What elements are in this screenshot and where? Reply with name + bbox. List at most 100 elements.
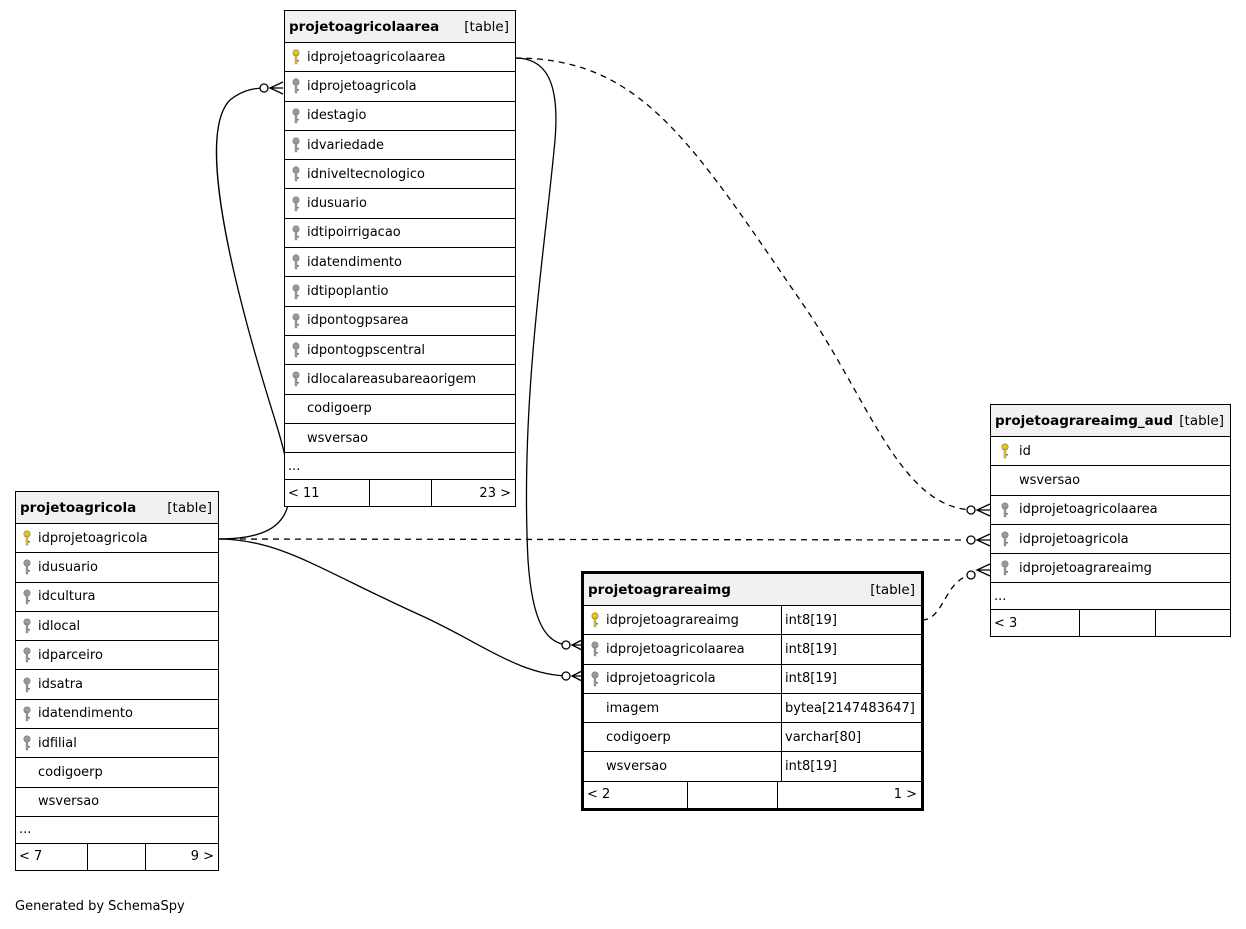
table-projetoagrareaimg[interactable]: projetoagrareaimg [table] idprojetoagrar… [581,571,924,811]
column-row[interactable]: idpontogpscentral [285,336,515,366]
column-name: idprojetoagricolaarea [307,49,446,65]
column-name: imagem [606,700,660,716]
column-row[interactable]: idusuario [16,553,218,583]
column-row[interactable]: idsatra [16,670,218,700]
column-row[interactable]: idniveltecnologico [285,160,515,190]
table-nav: < 7 9 > [16,843,218,870]
column-spacer [285,424,307,452]
column-row[interactable]: idfilial [16,729,218,759]
relationship-edge-implied [921,574,976,621]
column-row[interactable]: idlocalareasubareaorigem [285,365,515,395]
primary-key-icon [991,437,1019,465]
table-projetoagricolaarea[interactable]: projetoagricolaarea [table] idprojetoagr… [284,10,516,508]
foreign-key-icon [991,496,1019,524]
column-name: idusuario [307,196,367,212]
column-type: varchar[80] [781,723,921,752]
column-name: idprojetoagrareaimg [1019,560,1152,576]
table-nav: < 3 [991,610,1230,637]
column-name: idlocalareasubareaorigem [307,371,477,387]
column-row[interactable]: idestagio [285,102,515,131]
column-row[interactable]: idcultura [16,583,218,612]
column-row[interactable]: id [991,437,1230,467]
table-tag: [table] [167,499,212,516]
nav-prev[interactable]: < 7 [16,843,88,870]
foreign-key-icon [16,612,38,640]
column-row[interactable]: idatendimento [16,700,218,730]
column-row[interactable]: wsversao [16,788,218,817]
column-name: idcultura [38,589,96,605]
column-row[interactable]: idtipoirrigacao [285,219,515,249]
table-projetoagricola[interactable]: projetoagricola [table] idprojetoagricol… [15,491,219,871]
crows-foot-marker [259,81,284,95]
foreign-key-icon [285,160,307,188]
crows-foot-marker [966,533,991,547]
column-name: codigoerp [38,765,103,781]
nav-middle [88,843,146,870]
column-name: idlocal [38,618,81,634]
column-spacer [285,395,307,423]
nav-next[interactable]: 9 > [190,849,214,865]
column-row[interactable]: idparceiro [16,641,218,671]
table-header: projetoagricolaarea [table] [285,11,515,43]
column-name: idpontogpscentral [307,342,426,358]
nav-next[interactable] [1156,610,1230,636]
column-row[interactable]: idpontogpsarea [285,307,515,336]
column-row[interactable]: wsversao [285,424,515,454]
foreign-key-icon [285,102,307,130]
column-row[interactable]: idprojetoagricola [285,72,515,102]
nav-prev[interactable]: < 3 [991,610,1080,637]
primary-key-icon [16,524,38,552]
column-row[interactable]: idprojetoagrareaimg [991,554,1230,584]
table-nav: < 2 1 > [584,781,921,808]
foreign-key-icon [991,554,1019,582]
column-row[interactable]: idprojetoagricolaarea [285,43,515,73]
column-row[interactable]: idlocal [16,612,218,642]
column-row[interactable]: idprojetoagricola [991,525,1230,555]
nav-prev[interactable]: < 2 [584,781,688,808]
nav-middle [1080,610,1156,637]
column-name: wsversao [1019,472,1081,488]
nav-next[interactable]: 1 > [893,787,917,803]
column-row[interactable]: idatendimento [285,248,515,278]
column-name: wsversao [38,794,100,810]
column-name: idniveltecnologico [307,166,425,182]
column-name: codigoerp [307,401,372,417]
column-name: idprojetoagricola [606,671,716,687]
column-row[interactable]: wsversao [991,466,1230,496]
column-row[interactable]: codigoerp [16,758,218,788]
column-name: idprojetoagricola [307,78,417,94]
crows-foot-marker [966,563,991,580]
nav-next[interactable]: 23 > [479,485,511,501]
column-name: idprojetoagricola [38,530,148,546]
foreign-key-icon [16,700,38,728]
column-row[interactable]: codigoerp [285,395,515,424]
foreign-key-icon [285,365,307,393]
table-name: projetoagrareaimg_aud [995,412,1174,429]
column-spacer [584,694,606,722]
column-name: idtipoirrigacao [307,225,401,241]
relationship-edge-implied [514,57,976,511]
column-spacer [991,466,1019,494]
foreign-key-icon [16,553,38,581]
column-row[interactable]: idusuario [285,189,515,219]
nav-prev[interactable]: < 11 [285,480,370,507]
foreign-key-icon [285,219,307,247]
relationship-edge [217,538,571,677]
column-name: id [1019,443,1031,459]
more-columns: ... [991,583,1230,611]
column-row[interactable]: idprojetoagricola [16,524,218,554]
column-row[interactable]: idprojetoagricolaarea [991,496,1230,525]
column-name: idvariedade [307,137,384,153]
column-name: idprojetoagricola [1019,531,1129,547]
column-row[interactable]: idtipoplantio [285,277,515,307]
column-row[interactable]: idvariedade [285,131,515,161]
foreign-key-icon [285,72,307,100]
